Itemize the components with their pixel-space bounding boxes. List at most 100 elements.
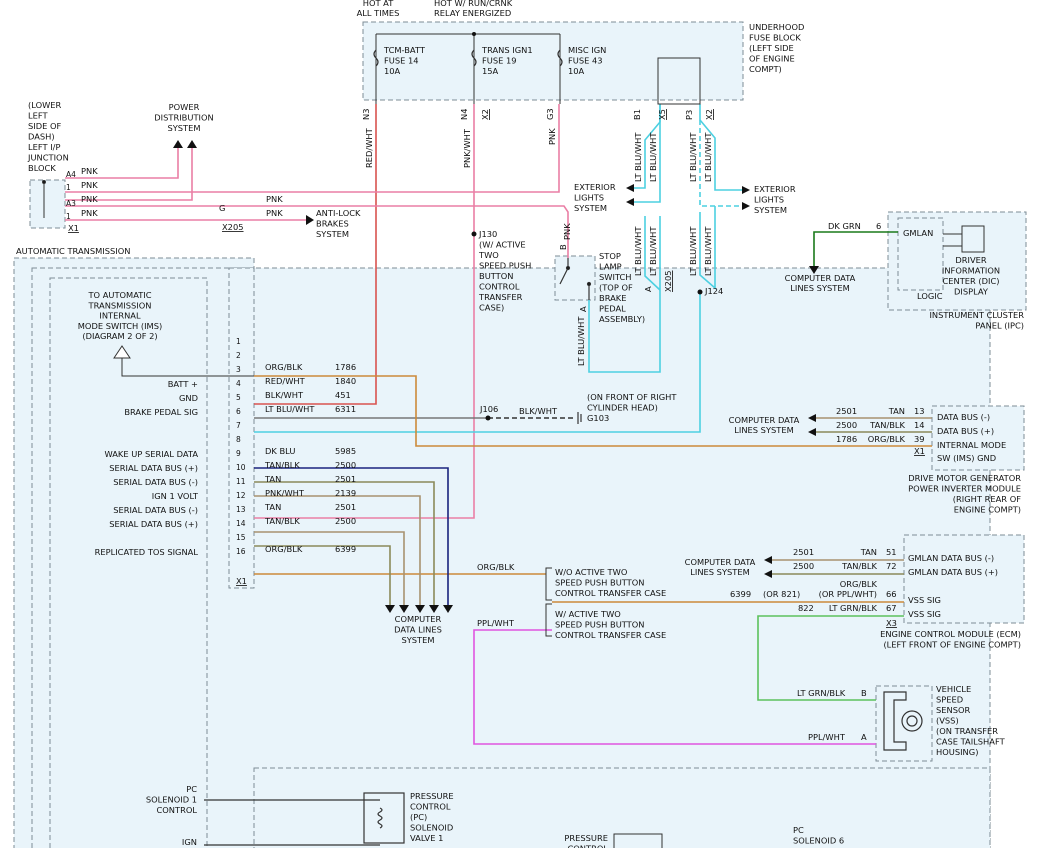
ecm-circuit: 6399 <box>730 589 751 599</box>
fuse-block-pin: X2 <box>480 109 490 120</box>
automatic-transmission-title: AUTOMATIC TRANSMISSION <box>16 246 130 256</box>
j130-label: (W/ ACTIVE <box>479 240 526 250</box>
j130-label: CASE) <box>479 303 504 313</box>
transmission-pin-number: 12 <box>236 491 246 500</box>
ipc-dic: INFORMATION <box>942 266 1000 276</box>
transmission-wire-color: TAN <box>264 474 281 484</box>
ecm-pin-label: VSS SIG <box>908 609 941 619</box>
fuse-label: TRANS IGN1 <box>481 45 533 55</box>
pc-solenoid-1-label: PRESSURE <box>410 791 454 801</box>
fuse-block-title: (LEFT SIDE <box>749 43 794 53</box>
ims-note: TO AUTOMATIC <box>87 290 151 300</box>
vss-label: (VSS) <box>936 716 959 726</box>
transmission-pin-label: SERIAL DATA BUS (-) <box>113 505 198 515</box>
wire-ppl-wht <box>473 629 876 745</box>
ims-note: (DIAGRAM 2 OF 2) <box>82 331 157 341</box>
junction-block-title: DASH) <box>28 132 55 142</box>
ecm-pin-label: GMLAN DATA BUS (+) <box>908 567 998 577</box>
wire-tan-2501-13 <box>254 531 405 605</box>
vss-sensor-symbol <box>883 691 923 751</box>
junction-pin: A4 <box>66 170 76 179</box>
fuse-block-title: FUSE BLOCK <box>749 33 801 43</box>
transmission-pin-label: REPLICATED TOS SIGNAL <box>95 547 199 557</box>
wire-label-blk-wht: BLK/WHT <box>519 406 558 416</box>
dmgpim-pin-label: SW (IMS) GND <box>937 453 996 463</box>
hot-run-crank-label: HOT W/ RUN/CRNK <box>434 0 513 8</box>
ecm-circuit-alt: (OR 821) <box>763 589 800 599</box>
stop-lamp-switch-box <box>554 255 596 301</box>
pc-solenoid-1-left: SOLENOID 1 <box>146 795 197 805</box>
fuse-label: 15A <box>482 66 499 76</box>
transfer-case-bracket-2 <box>545 603 552 637</box>
transmission-connector: X1 <box>236 576 247 586</box>
wire-dk-grn <box>813 231 898 266</box>
transmission-circuit: 2500 <box>335 460 356 470</box>
vss-pin: B <box>861 688 867 698</box>
wire-label-pnk: PNK <box>266 194 283 204</box>
pc-solenoid-1-left: CONTROL <box>156 805 197 815</box>
splice-dots <box>471 231 703 421</box>
transmission-circuit: 6311 <box>335 404 356 414</box>
transmission-pin-label: SERIAL DATA BUS (-) <box>113 477 198 487</box>
underhood-fuse-block <box>362 21 744 101</box>
wire-lt-blu-right-2 <box>699 120 742 207</box>
ecm-pin-label: VSS SIG <box>908 595 941 605</box>
computer-data-lines-label: LINES SYSTEM <box>734 425 794 435</box>
pc-solenoid-1-label: CONTROL <box>410 802 451 812</box>
ecm-wire-color: LT GRN/BLK <box>829 603 878 613</box>
wire-label-lt-blu-wht: LT BLU/WHT <box>576 316 586 366</box>
hot-at-all-times-label: HOT AT <box>363 0 395 8</box>
junction-block-title: JUNCTION <box>27 153 69 163</box>
transmission-circuit: 2139 <box>335 488 356 498</box>
ground-label: (ON FRONT OF RIGHT <box>587 392 677 402</box>
junction-block-internals <box>42 180 46 218</box>
wire-label-lt-blu-wht: LT BLU/WHT <box>648 132 658 182</box>
ipc-title: INSTRUMENT CLUSTER <box>929 310 1024 320</box>
g-pin-label: G <box>219 203 225 213</box>
x205-label: X205 <box>222 222 244 232</box>
exterior-lights-label: LIGHTS <box>754 195 784 205</box>
wire-label-lt-blu-wht: LT BLU/WHT <box>703 132 713 182</box>
exterior-lights-label: EXTERIOR <box>574 182 616 192</box>
stop-lamp-label: (TOP OF <box>599 283 633 293</box>
wire-lt-blu-3 <box>644 216 661 291</box>
wire-label-dk-grn: DK GRN <box>828 221 861 231</box>
j130-label: TWO <box>478 250 499 260</box>
fuse-block-internals <box>375 33 701 105</box>
ecm-wire-color: TAN <box>860 547 877 557</box>
transmission-pin-number: 3 <box>236 365 241 374</box>
ground-symbol <box>577 412 582 424</box>
ipc-gmlan: GMLAN <box>903 228 933 238</box>
transmission-pin-number: 9 <box>236 449 241 458</box>
pc-solenoid-1-symbol <box>363 792 405 844</box>
dmgpim-circuit: 2500 <box>836 420 857 430</box>
fuse-label: FUSE 19 <box>482 56 517 66</box>
transmission-pin-number: 11 <box>236 477 246 486</box>
dmgpim-title: DRIVE MOTOR GENERATOR <box>908 473 1021 483</box>
pc-solenoid-1-label: (PC) <box>410 812 427 822</box>
wire-label-pnk: PNK <box>547 128 557 145</box>
dmgpim-title: ENGINE COMPT) <box>954 505 1021 515</box>
transmission-wire-color: PNK/WHT <box>265 488 305 498</box>
fuse-block-title: COMPT) <box>749 64 782 74</box>
ecm-wire-color: TAN/BLK <box>841 561 877 571</box>
computer-data-lines-label: COMPUTER DATA <box>685 557 756 567</box>
wire-label-pnk: PNK <box>266 208 283 218</box>
fuse-block-pin: X5 <box>657 109 667 120</box>
stop-lamp-switch <box>559 258 592 300</box>
vss-pin: A <box>861 732 867 742</box>
computer-data-lines-system: COMPUTER <box>395 614 442 624</box>
junction-pin: A3 <box>66 199 76 208</box>
wire-label-red-wht: RED/WHT <box>364 127 374 168</box>
transmission-wire-color: TAN/BLK <box>264 516 300 526</box>
vss-box <box>875 685 933 762</box>
ecm-title: ENGINE CONTROL MODULE (ECM) <box>880 629 1021 639</box>
ipc-dic: CENTER (DIC) <box>942 276 999 286</box>
j130-label: TRANSFER <box>478 292 523 302</box>
wire-label-lt-blu-wht: LT BLU/WHT <box>633 226 643 276</box>
ecm-wire-color: (OR PPL/WHT) <box>819 589 877 599</box>
dmgpim-pin: 13 <box>914 406 925 416</box>
wire-label-lt-blu-wht: LT BLU/WHT <box>703 226 713 276</box>
anti-lock-label: SYSTEM <box>316 229 349 239</box>
